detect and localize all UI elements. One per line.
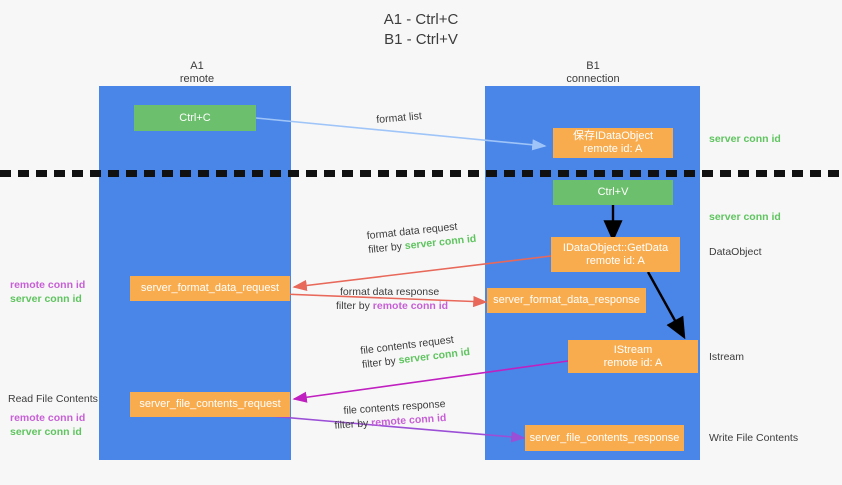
edge-label-format-list: format list — [375, 110, 423, 127]
left-label-conn-id-group-2: remote conn id server conn id — [10, 411, 85, 439]
right-label-write-file-contents: Write File Contents — [709, 432, 799, 444]
right-label-server-conn-id-top: server conn id — [709, 133, 781, 145]
right-label-istream: Istream — [709, 351, 745, 363]
left-label-conn-id-group-1: remote conn id server conn id — [10, 278, 85, 306]
node-getdata-subtitle: remote id: A — [586, 254, 645, 267]
filter-by-text-3: filter by — [361, 354, 397, 372]
node-server-file-contents-response-label: server_file_contents_response — [529, 431, 680, 444]
left-label-read-file-contents: Read File Contents — [8, 393, 98, 405]
column-a1-name: A1 — [190, 60, 204, 72]
right-label-server-conn-id-mid: server conn id — [709, 211, 781, 223]
node-ctrl-v[interactable]: Ctrl+V — [553, 180, 673, 205]
node-ctrl-v-label: Ctrl+V — [597, 186, 629, 198]
edge-label-format-data-response-group: format data response filter by remote co… — [336, 285, 448, 313]
column-header-b1: B1 connection — [513, 60, 673, 86]
column-b1-role: connection — [566, 73, 620, 85]
edge-filter-format-data-response: filter by remote conn id — [336, 299, 448, 313]
node-server-file-contents-request-label: server_file_contents_request — [139, 398, 281, 410]
phase-divider — [0, 170, 842, 177]
node-istream-title: IStream — [613, 343, 653, 356]
edge-label-file-contents-response-group: file contents response filter by remote … — [334, 397, 447, 432]
node-server-format-data-request[interactable]: server_format_data_request — [130, 276, 290, 301]
column-a1-role: remote — [179, 73, 215, 85]
node-ctrl-c[interactable]: Ctrl+C — [134, 105, 256, 131]
node-server-format-data-response-label: server_format_data_response — [493, 294, 640, 306]
left-label-remote-conn-id-1: remote conn id — [10, 279, 86, 291]
title-line-2: B1 - Ctrl+V — [384, 31, 458, 48]
node-server-file-contents-response[interactable]: server_file_contents_response — [525, 425, 684, 451]
node-server-format-data-response[interactable]: server_format_data_response — [487, 288, 646, 313]
right-label-dataobject: DataObject — [709, 246, 762, 258]
node-idataobject-subtitle: remote id: A — [583, 143, 643, 155]
filter-value-remote-conn-id-2: remote conn id — [370, 411, 447, 430]
node-idataobject-getdata[interactable]: IDataObject::GetData remote id: A — [551, 237, 680, 272]
column-b1-name: B1 — [586, 60, 600, 72]
edge-label-format-data-request-group: format data request filter by server con… — [366, 218, 477, 257]
filter-value-remote-conn-id-1: remote conn id — [372, 300, 449, 312]
node-istream-subtitle: remote id: A — [603, 356, 663, 369]
left-label-server-conn-id-1: server conn id — [10, 293, 82, 305]
filter-by-text-1: filter by — [367, 240, 403, 257]
column-header-a1: A1 remote — [117, 60, 277, 86]
left-label-server-conn-id-2: server conn id — [10, 426, 82, 438]
node-istream[interactable]: IStream remote id: A — [568, 340, 698, 373]
node-server-format-data-request-label: server_format_data_request — [140, 282, 280, 294]
edge-label-file-contents-request-group: file contents request filter by server c… — [360, 331, 471, 372]
page-title: A1 - Ctrl+C B1 - Ctrl+V — [0, 10, 842, 50]
filter-by-text-4: filter by — [334, 417, 369, 432]
node-idataobject-title: 保存IDataObject — [572, 130, 654, 142]
node-ctrl-c-label: Ctrl+C — [179, 111, 211, 124]
filter-by-text-2: filter by — [336, 300, 370, 312]
node-idataobject[interactable]: 保存IDataObject remote id: A — [553, 128, 673, 158]
node-getdata-title: IDataObject::GetData — [562, 241, 669, 254]
node-server-file-contents-request[interactable]: server_file_contents_request — [130, 392, 290, 417]
edge-label-format-data-response: format data response — [340, 286, 440, 298]
title-line-1: A1 - Ctrl+C — [383, 11, 459, 28]
left-label-remote-conn-id-2: remote conn id — [10, 412, 86, 424]
